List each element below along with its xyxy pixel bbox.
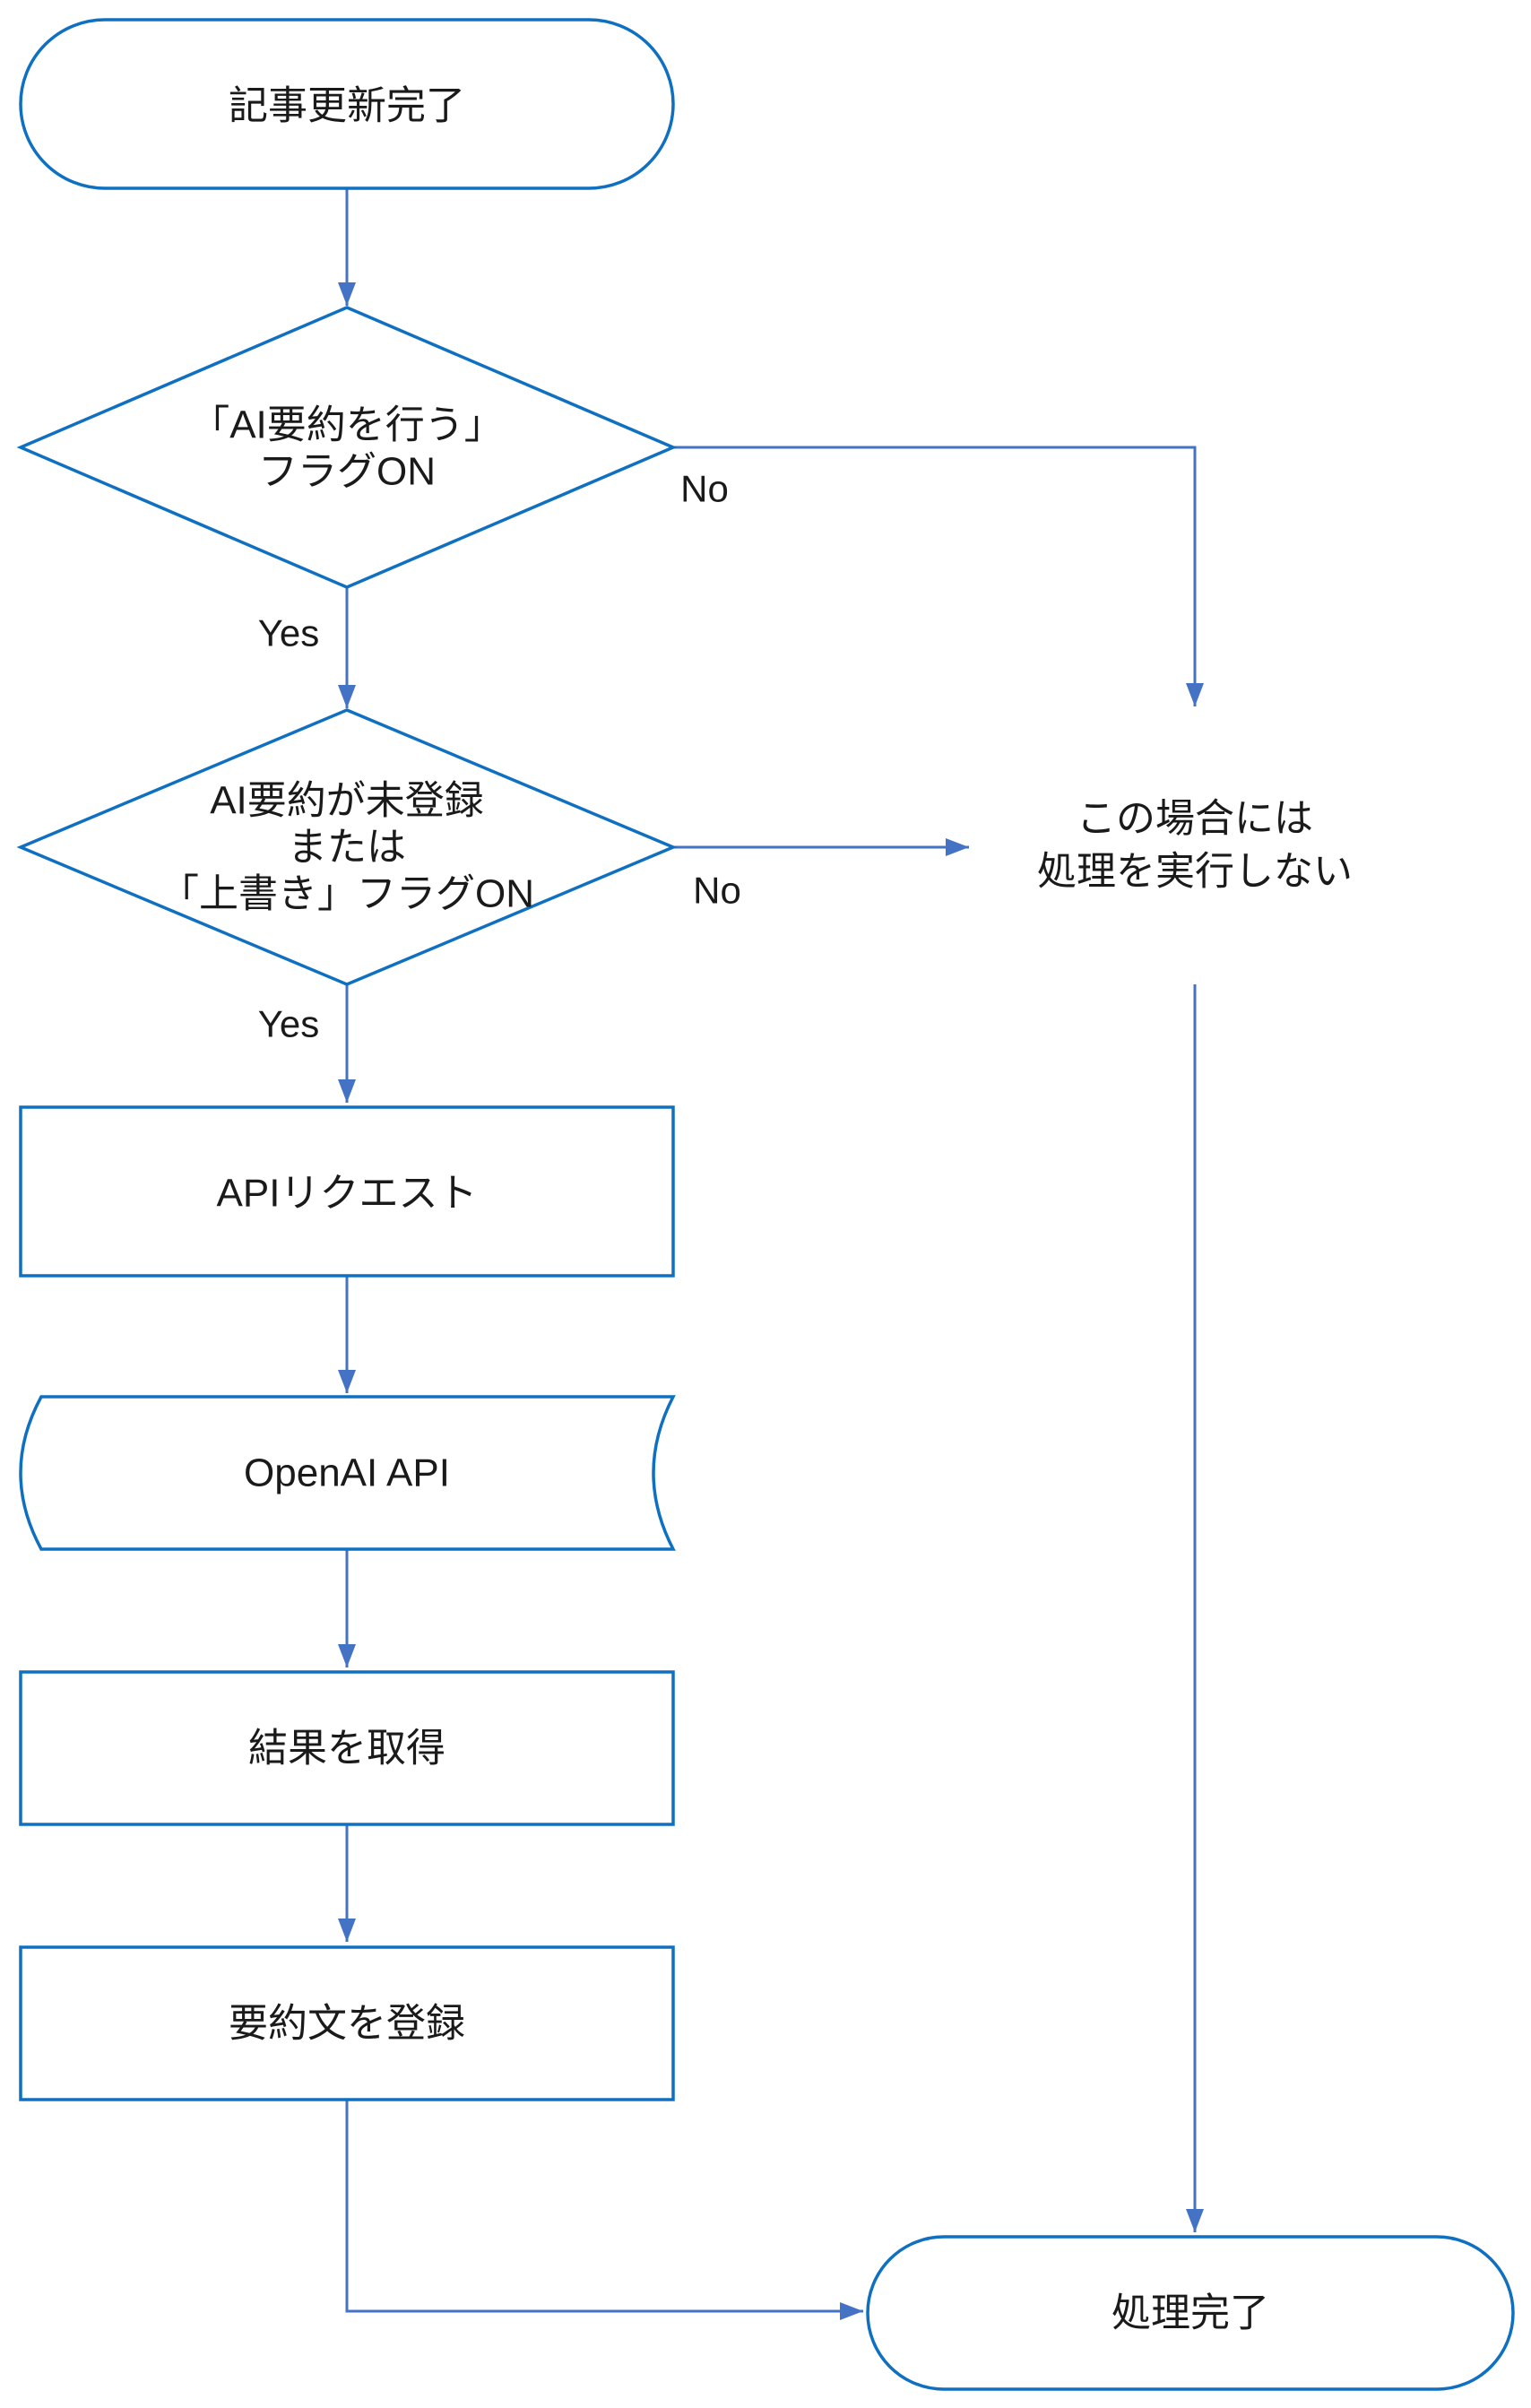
start-label: 記事更新完了 <box>229 84 465 128</box>
decision2-label-line2: または <box>288 826 406 870</box>
no-action-note-line2: 処理を実行しない <box>1037 850 1353 894</box>
decision1-yes-label: Yes <box>258 612 320 654</box>
no-action-note-line1: この場合には <box>1077 797 1313 841</box>
get-result-box <box>19 1670 675 1826</box>
decision2-label-line1: AI要約が未登録 <box>210 779 484 823</box>
end-terminator <box>866 2235 1515 2391</box>
api-request-box <box>19 1105 675 1278</box>
get-result-label: 結果を取得 <box>248 1727 445 1771</box>
decision2-label-line3: 「上書き」フラグON <box>160 872 534 916</box>
register-summary-label: 要約文を登録 <box>229 2002 465 2046</box>
decision1-label-line1: 「AI要約を行う」 <box>190 403 504 447</box>
connector-decision1-no <box>673 446 1204 706</box>
decision2-yes-label: Yes <box>258 1003 320 1045</box>
start-terminator <box>19 18 675 190</box>
register-summary-box <box>19 1945 675 2101</box>
decision2-no-label: No <box>693 870 741 912</box>
api-request-label: APIリクエスト <box>217 1172 478 1216</box>
openai-api-label: OpenAI API <box>244 1451 450 1495</box>
decision1-label-line2: フラグON <box>258 450 436 494</box>
openai-api-stored-data-shape <box>19 1395 676 1551</box>
decision1-diamond <box>16 306 678 589</box>
end-label: 処理完了 <box>1111 2291 1269 2335</box>
connector-register-to-end <box>345 2100 863 2320</box>
decision2-diamond <box>16 708 678 986</box>
decision1-no-label: No <box>680 468 729 510</box>
